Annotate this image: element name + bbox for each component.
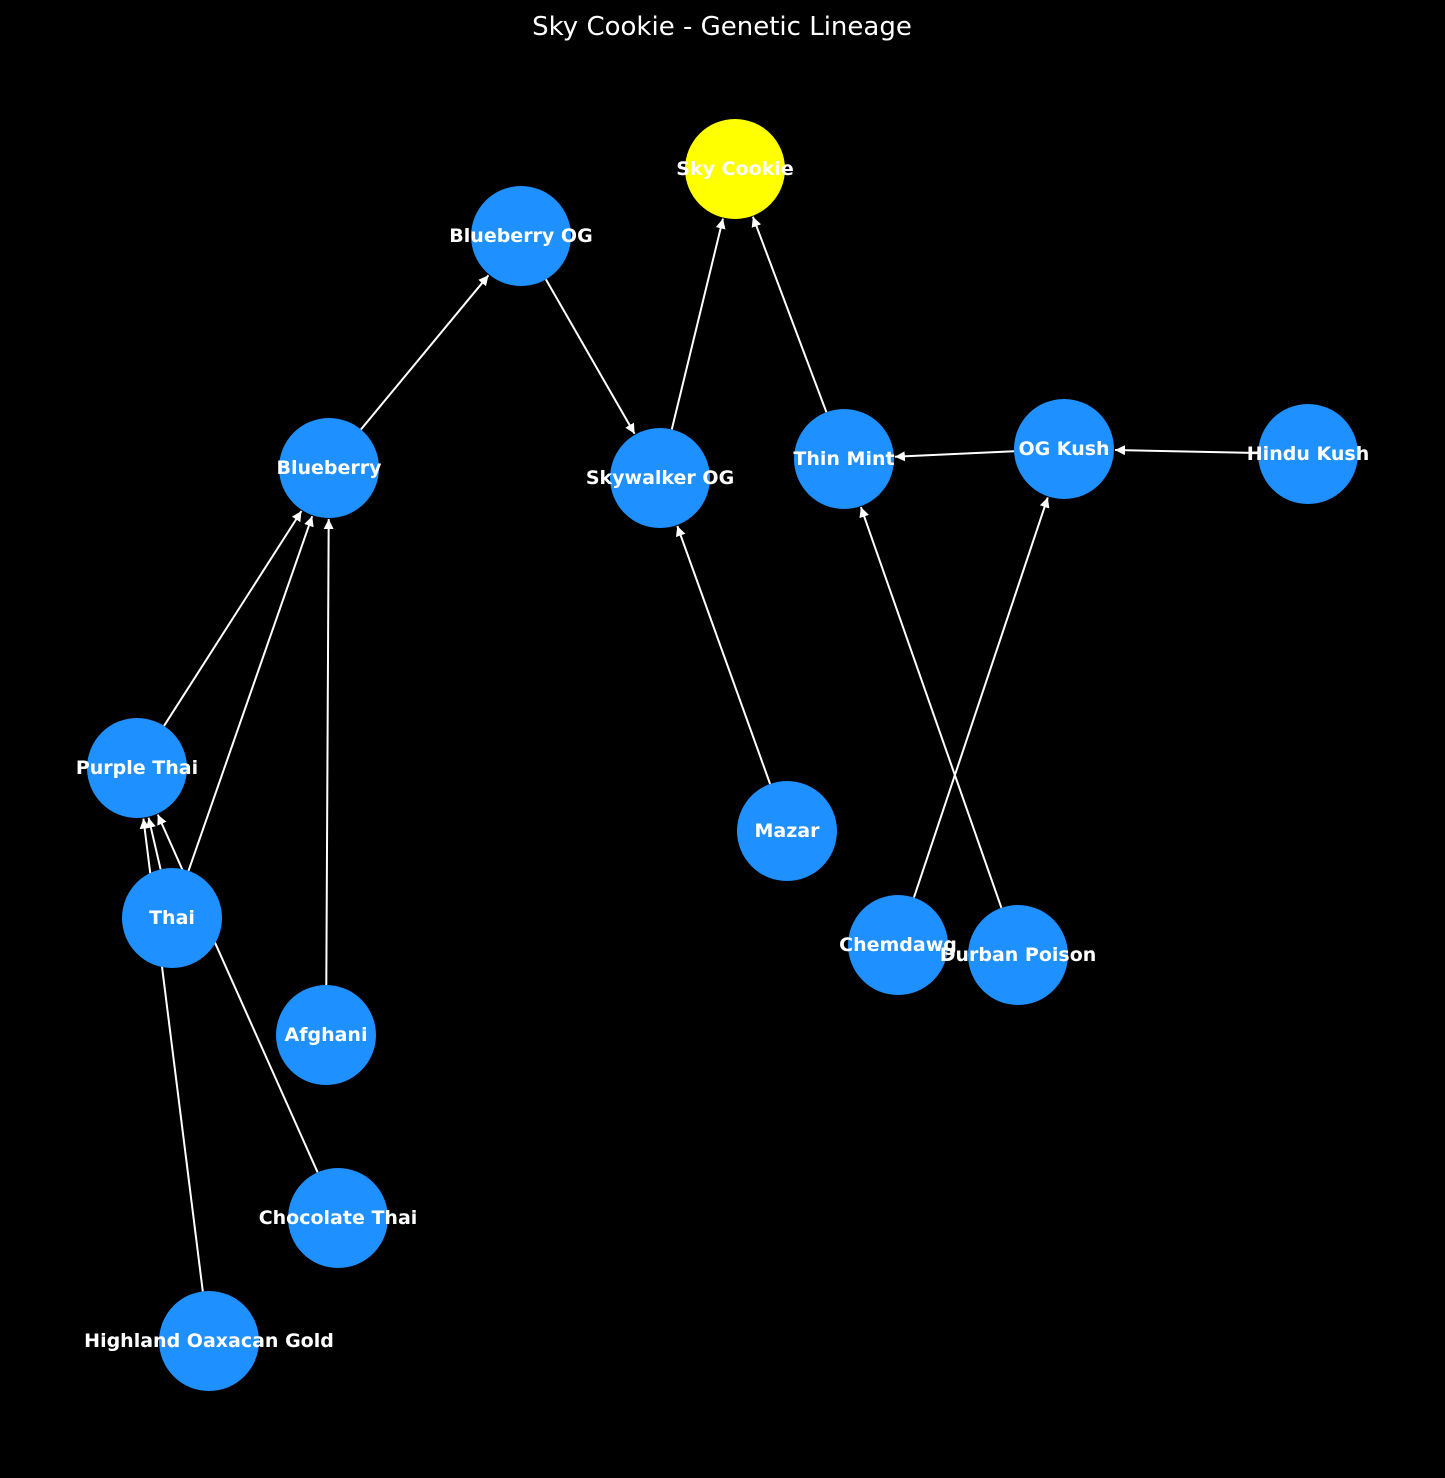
node-chocolate-thai: Chocolate Thai xyxy=(259,1168,418,1268)
edge-og-kush-to-thin-mint xyxy=(894,450,1015,462)
edge-mazar-to-skywalker-og xyxy=(675,525,772,785)
node-circle-highland-oaxacan-gold xyxy=(159,1291,259,1391)
node-label-afghani: Afghani xyxy=(285,1024,368,1046)
node-circle-durban-poison xyxy=(968,905,1068,1005)
diagram-title: Sky Cookie - Genetic Lineage xyxy=(532,12,912,42)
node-blueberry: Blueberry xyxy=(276,418,382,518)
node-sky-cookie: Sky Cookie xyxy=(676,119,794,219)
node-og-kush: OG Kush xyxy=(1014,399,1114,499)
node-afghani: Afghani xyxy=(276,985,376,1085)
node-label-mazar: Mazar xyxy=(755,820,821,842)
edge-skywalker-og-to-sky-cookie xyxy=(670,218,726,430)
node-label-blueberry-og: Blueberry OG xyxy=(449,225,592,247)
node-mazar: Mazar xyxy=(737,781,837,881)
node-circle-mazar xyxy=(737,781,837,881)
node-blueberry-og: Blueberry OG xyxy=(449,186,593,286)
node-label-blueberry: Blueberry xyxy=(276,457,382,479)
node-circle-afghani xyxy=(276,985,376,1085)
node-circle-sky-cookie xyxy=(685,119,785,219)
node-label-chocolate-thai: Chocolate Thai xyxy=(259,1207,418,1229)
node-circle-chocolate-thai xyxy=(288,1168,388,1268)
node-circle-thin-mint xyxy=(794,409,894,509)
node-circle-og-kush xyxy=(1014,399,1114,499)
node-circle-chemdawg xyxy=(848,895,948,995)
edge-thai-to-blueberry xyxy=(187,515,314,872)
node-label-chemdawg: Chemdawg xyxy=(839,934,957,956)
node-durban-poison: Durban Poison xyxy=(940,905,1097,1005)
node-purple-thai: Purple Thai xyxy=(76,718,198,818)
node-thin-mint: Thin Mint xyxy=(793,409,895,509)
node-chemdawg: Chemdawg xyxy=(839,895,957,995)
node-circle-blueberry-og xyxy=(471,186,571,286)
edge-thai-to-purple-thai xyxy=(145,817,162,870)
node-label-hindu-kush: Hindu Kush xyxy=(1247,443,1369,465)
node-label-durban-poison: Durban Poison xyxy=(940,944,1097,966)
node-circle-hindu-kush xyxy=(1258,404,1358,504)
node-label-thin-mint: Thin Mint xyxy=(793,448,894,470)
node-circle-purple-thai xyxy=(87,718,187,818)
node-label-skywalker-og: Skywalker OG xyxy=(586,467,734,489)
edge-purple-thai-to-blueberry xyxy=(163,510,303,727)
edge-afghani-to-blueberry xyxy=(323,518,334,986)
node-hindu-kush: Hindu Kush xyxy=(1247,404,1369,504)
edge-durban-poison-to-thin-mint xyxy=(859,506,1003,909)
node-label-highland-oaxacan-gold: Highland Oaxacan Gold xyxy=(84,1330,334,1352)
node-label-og-kush: OG Kush xyxy=(1018,438,1109,460)
edge-blueberry-og-to-skywalker-og xyxy=(545,278,636,435)
node-label-sky-cookie: Sky Cookie xyxy=(676,158,793,180)
edge-hindu-kush-to-og-kush xyxy=(1114,445,1259,456)
node-circle-skywalker-og xyxy=(610,428,710,528)
node-skywalker-og: Skywalker OG xyxy=(586,428,734,528)
node-circle-thai xyxy=(122,868,222,968)
node-label-purple-thai: Purple Thai xyxy=(76,757,198,779)
node-label-thai: Thai xyxy=(149,907,195,929)
edge-blueberry-to-blueberry-og xyxy=(360,274,490,431)
edge-thin-mint-to-sky-cookie xyxy=(751,216,828,413)
edge-chemdawg-to-og-kush xyxy=(912,497,1050,898)
node-thai: Thai xyxy=(122,868,222,968)
node-highland-oaxacan-gold: Highland Oaxacan Gold xyxy=(84,1291,334,1391)
node-circle-blueberry xyxy=(279,418,379,518)
